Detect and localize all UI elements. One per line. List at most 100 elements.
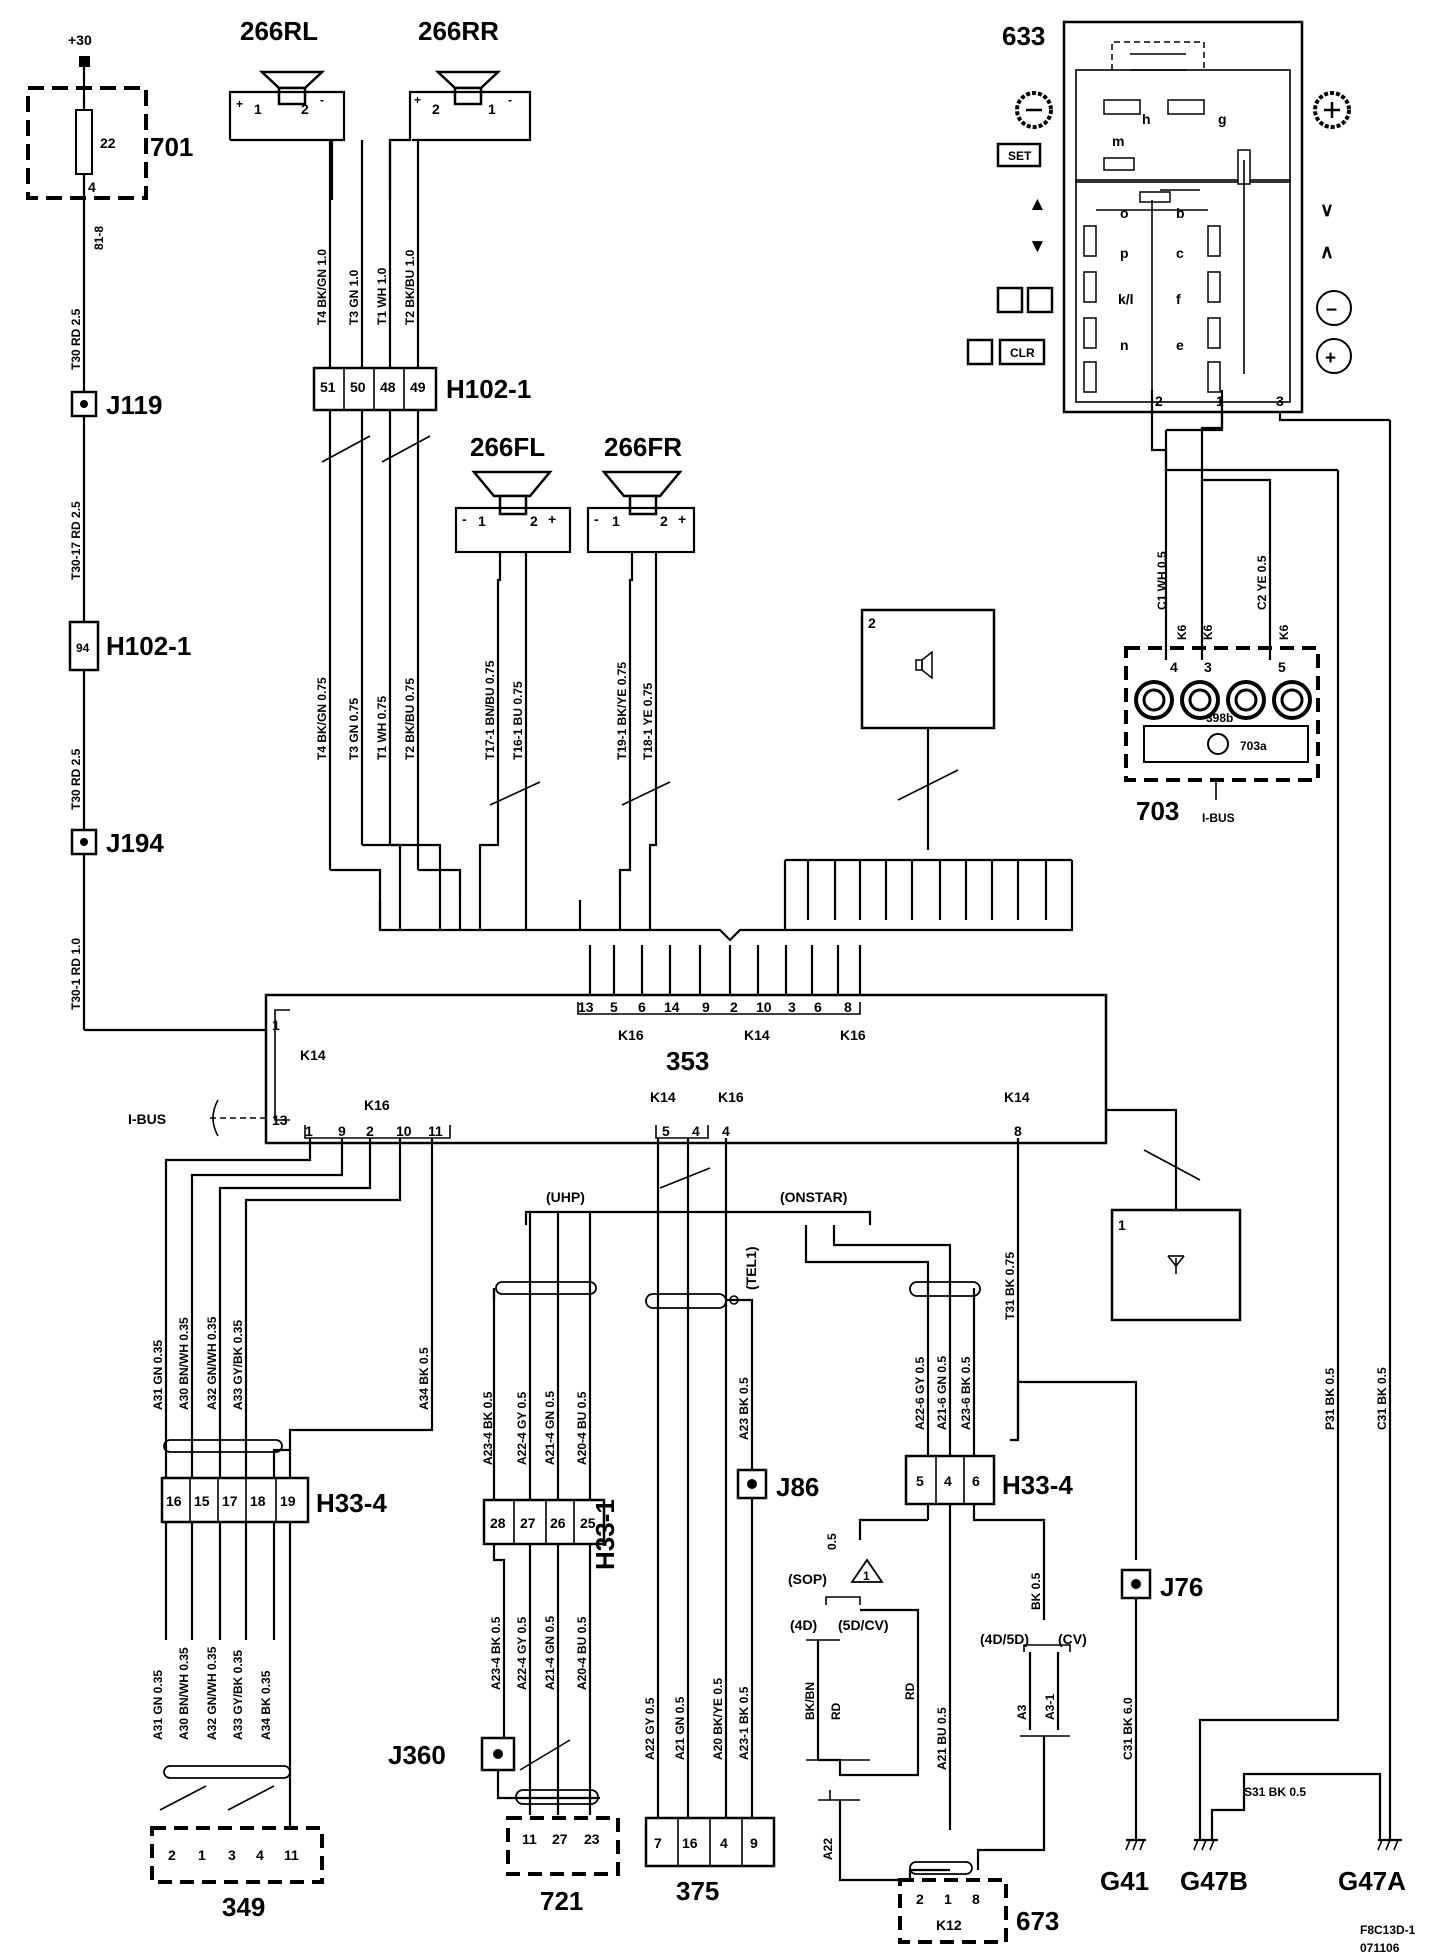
harness-673: A22-6 GY 0.5 A21-6 GN 0.5 A23-6 BK 0.5 5…: [788, 1138, 1203, 1944]
svg-text:A23-1 BK 0.5: A23-1 BK 0.5: [737, 1686, 751, 1760]
svg-text:A22 GY 0.5: A22 GY 0.5: [643, 1697, 657, 1760]
svg-text:6: 6: [972, 1473, 980, 1489]
svg-text:-: -: [508, 93, 512, 107]
svg-text:+: +: [1325, 348, 1336, 369]
svg-text:I-BUS: I-BUS: [1202, 811, 1235, 825]
chevron-down-icon: ∨: [1320, 200, 1334, 221]
svg-text:22: 22: [100, 135, 116, 151]
speaker-rr-icon: [434, 70, 502, 106]
fuse-icon: [75, 109, 93, 175]
svg-text:349: 349: [222, 1892, 265, 1922]
audio-unit-label: 353: [666, 1046, 709, 1076]
svg-text:h: h: [1142, 111, 1151, 127]
svg-text:2: 2: [916, 1891, 924, 1907]
svg-text:1: 1: [612, 513, 620, 529]
harness-bracket: [378, 858, 1074, 995]
svg-text:T1 WH 0.75: T1 WH 0.75: [375, 696, 389, 760]
svg-text:T4 BK/GN 1.0: T4 BK/GN 1.0: [315, 249, 329, 325]
svg-text:BK 0.5: BK 0.5: [1029, 1572, 1043, 1610]
svg-text:17: 17: [222, 1493, 238, 1509]
antenna-output-box: 1: [1106, 1108, 1242, 1322]
svg-text:721: 721: [540, 1886, 583, 1916]
svg-text:266RR: 266RR: [418, 16, 499, 46]
svg-text:8: 8: [844, 999, 852, 1015]
svg-text:27: 27: [520, 1515, 536, 1531]
svg-text:K14: K14: [650, 1089, 676, 1105]
svg-text:10: 10: [396, 1123, 412, 1139]
svg-text:+: +: [678, 511, 686, 527]
svg-text:266FL: 266FL: [470, 432, 545, 462]
svg-text:m: m: [1112, 133, 1124, 149]
svg-text:A33 GY/BK 0.35: A33 GY/BK 0.35: [231, 1650, 245, 1740]
svg-text:g: g: [1218, 111, 1227, 127]
svg-text:1: 1: [1118, 1217, 1126, 1233]
svg-text:A23-6 BK 0.5: A23-6 BK 0.5: [959, 1356, 973, 1430]
svg-text:50: 50: [350, 379, 366, 395]
svg-text:48: 48: [380, 379, 396, 395]
svg-text:26: 26: [550, 1515, 566, 1531]
svg-text:2: 2: [730, 999, 738, 1015]
svg-text:1: 1: [198, 1847, 206, 1863]
svg-text:2: 2: [868, 615, 876, 631]
rear-speakers: 266RL 266RR + 1 2 - + 2 1 - T4 BK/GN 1.0…: [228, 16, 532, 370]
svg-text:2: 2: [301, 101, 309, 117]
svg-text:p: p: [1120, 245, 1129, 261]
svg-text:81-8: 81-8: [92, 226, 106, 250]
svg-text:2: 2: [168, 1847, 176, 1863]
fuse-box-701: [26, 86, 148, 200]
svg-text:13: 13: [272, 1112, 288, 1128]
antenna-703: C1 WH 0.5 C2 YE 0.5 K6 K6 K6 4 3 5 398b …: [1124, 430, 1320, 826]
svg-text:H102-1: H102-1: [446, 374, 531, 404]
svg-text:G41: G41: [1100, 1866, 1149, 1896]
svg-text:-: -: [594, 511, 599, 527]
svg-text:9: 9: [338, 1123, 346, 1139]
svg-text:A32 GN/WH 0.35: A32 GN/WH 0.35: [205, 1646, 219, 1740]
up-arrow-icon: ▲: [1028, 194, 1047, 215]
speaker-icon: [915, 650, 933, 680]
svg-text:1: 1: [488, 101, 496, 117]
coil-icons: [1134, 680, 1312, 720]
svg-text:2: 2: [432, 101, 440, 117]
svg-text:A20-4 BU 0.5: A20-4 BU 0.5: [575, 1391, 589, 1465]
svg-text:A31 GN 0.35: A31 GN 0.35: [151, 1670, 165, 1740]
svg-text:1: 1: [1216, 393, 1224, 409]
svg-text:19: 19: [280, 1493, 296, 1509]
svg-text:A20 BK/YE 0.5: A20 BK/YE 0.5: [711, 1678, 725, 1760]
svg-text:K14: K14: [744, 1027, 770, 1043]
svg-text:A21-6 GN 0.5: A21-6 GN 0.5: [935, 1356, 949, 1430]
svg-text:3: 3: [228, 1847, 236, 1863]
svg-text:49: 49: [410, 379, 426, 395]
svg-text:11: 11: [522, 1831, 537, 1847]
svg-text:T3 GN 0.75: T3 GN 0.75: [347, 698, 361, 760]
svg-text:4: 4: [692, 1123, 700, 1139]
svg-text:n: n: [1120, 337, 1129, 353]
svg-text:A32 GN/WH 0.35: A32 GN/WH 0.35: [205, 1316, 219, 1410]
svg-text:C31 BK 0.5: C31 BK 0.5: [1375, 1367, 1389, 1430]
svg-text:(TEL1): (TEL1): [743, 1246, 759, 1290]
svg-text:C2 YE 0.5: C2 YE 0.5: [1255, 555, 1269, 610]
minus-icon: [1316, 290, 1352, 326]
svg-text:K12: K12: [936, 1917, 962, 1933]
svg-text:2: 2: [366, 1123, 374, 1139]
svg-text:1: 1: [863, 1569, 870, 1583]
svg-text:5: 5: [610, 999, 618, 1015]
svg-text:A34 BK 0.5: A34 BK 0.5: [417, 1347, 431, 1410]
svg-text:CLR: CLR: [1010, 346, 1035, 360]
svg-text:A23-4 BK 0.5: A23-4 BK 0.5: [481, 1391, 495, 1465]
svg-text:T4 BK/GN 0.75: T4 BK/GN 0.75: [315, 677, 329, 760]
svg-text:703a: 703a: [1240, 739, 1267, 753]
svg-text:+: +: [548, 511, 556, 527]
svg-text:A22-6 GY 0.5: A22-6 GY 0.5: [913, 1357, 927, 1430]
speaker-fl-icon: [471, 470, 553, 516]
svg-text:K16: K16: [618, 1027, 644, 1043]
settings-dial-icon-left: [1015, 91, 1053, 129]
svg-text:266FR: 266FR: [604, 432, 682, 462]
svg-text:A34 BK 0.35: A34 BK 0.35: [259, 1670, 273, 1740]
speaker-output-box: 2: [860, 608, 996, 850]
svg-text:4: 4: [944, 1473, 952, 1489]
svg-text:T30 RD 2.5: T30 RD 2.5: [69, 308, 83, 370]
svg-text:266RL: 266RL: [240, 16, 318, 46]
svg-text:(4D/5D): (4D/5D): [980, 1631, 1029, 1647]
svg-text:T2 BK/BU 0.75: T2 BK/BU 0.75: [403, 678, 417, 760]
